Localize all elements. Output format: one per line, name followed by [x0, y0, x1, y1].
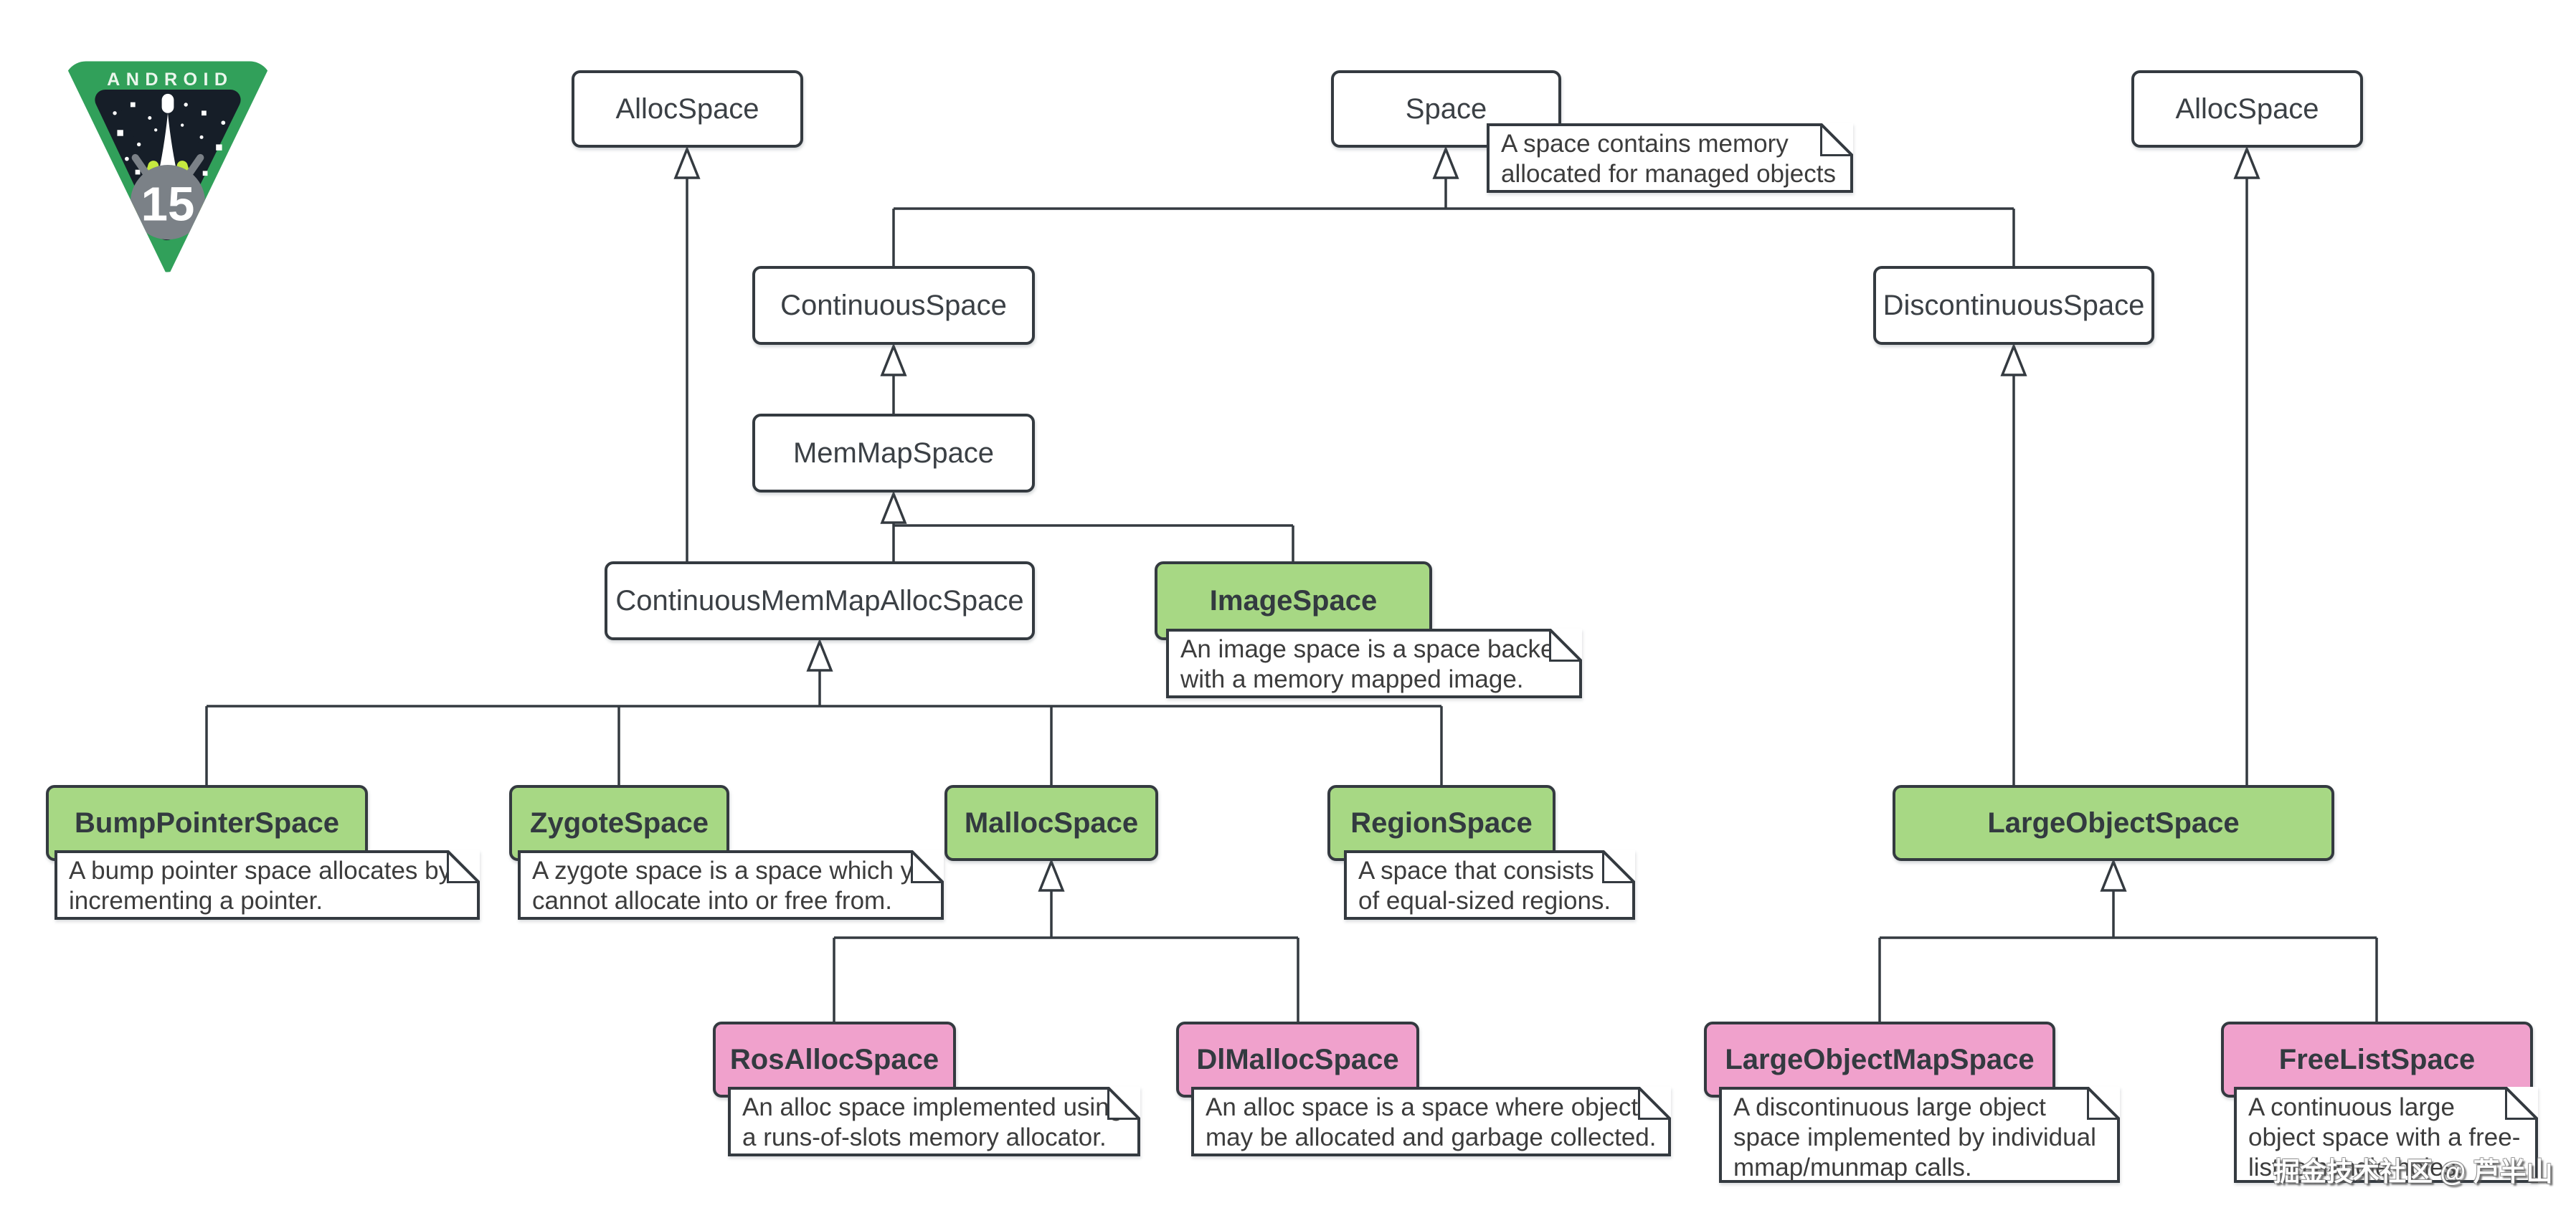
node-memmapspace: MemMapSpace — [752, 414, 1035, 493]
note-line: An image space is a space backed — [1180, 635, 1568, 663]
android-15-logo: 15 ANDROID — [64, 61, 272, 272]
node-freelistspace: FreeListSpace — [2221, 1022, 2533, 1098]
note-line: list to handle holes. — [2248, 1153, 2463, 1181]
note-line: object space with a free- — [2248, 1123, 2521, 1151]
node-label: ContinuousMemMapAllocSpace — [615, 584, 1024, 617]
note-line: allocated for managed objects — [1501, 160, 1836, 188]
node-label: RegionSpace — [1350, 807, 1533, 839]
node-largeobjectspace: LargeObjectSpace — [1893, 785, 2334, 861]
note-zygotespace: A zygote space is a space which you cann… — [518, 850, 944, 920]
folded-corner-icon — [2087, 1087, 2120, 1120]
note-line: with a memory mapped image. — [1180, 665, 1524, 693]
node-zygotespace: ZygoteSpace — [509, 785, 729, 861]
node-label: RosAllocSpace — [729, 1043, 939, 1075]
node-allocspace-left: AllocSpace — [572, 70, 803, 148]
node-label: LargeObjectMapSpace — [1725, 1043, 2035, 1075]
logo-stars — [113, 102, 226, 176]
note-largeobjectmapspace: A discontinuous large object space imple… — [1719, 1087, 2120, 1183]
note-line: mmap/munmap calls. — [1733, 1153, 1972, 1181]
note-line: A discontinuous large object — [1733, 1093, 2046, 1121]
note-line: incrementing a pointer. — [69, 887, 323, 915]
node-imagespace: ImageSpace — [1155, 561, 1432, 640]
note-line: a runs-of-slots memory allocator. — [742, 1123, 1107, 1151]
watermark: 掘金技术社区 @ 芦半山 — [2273, 1157, 2553, 1186]
note-regionspace: A space that consists of equal-sized reg… — [1344, 850, 1635, 920]
node-label: ZygoteSpace — [530, 807, 709, 839]
note-line: A bump pointer space allocates by — [69, 857, 452, 885]
node-label: LargeObjectSpace — [1987, 807, 2240, 839]
node-label: DiscontinuousSpace — [1883, 289, 2145, 321]
node-label: DlMallocSpace — [1196, 1043, 1399, 1075]
note-dlmallocspace: An alloc space is a space where objects … — [1191, 1087, 1671, 1156]
note-line: space implemented by individual — [1733, 1123, 2096, 1151]
folded-corner-icon — [1549, 629, 1582, 662]
hollow-triangle-arrowheads — [673, 146, 2260, 892]
node-label: ContinuousSpace — [780, 289, 1007, 321]
logo-rocket-beam — [156, 113, 179, 181]
node-continuousspace: ContinuousSpace — [752, 266, 1035, 345]
node-discontinuousspace: DiscontinuousSpace — [1873, 266, 2154, 345]
node-bumppointerspace: BumpPointerSpace — [46, 785, 368, 861]
folded-corner-icon — [911, 850, 944, 883]
note-bumppointerspace: A bump pointer space allocates by increm… — [55, 850, 480, 920]
note-line: A space contains memory — [1501, 130, 1789, 158]
note-line: An alloc space implemented using — [742, 1093, 1124, 1121]
folded-corner-icon — [2505, 1087, 2538, 1120]
folded-corner-icon — [447, 850, 480, 883]
note-rosallocspace: An alloc space implemented using a runs-… — [728, 1087, 1140, 1156]
logo-rocket-capsule — [161, 93, 174, 113]
note-line: A space that consists — [1358, 857, 1594, 885]
note-line: may be allocated and garbage collected. — [1206, 1123, 1657, 1151]
note-line: cannot allocate into or free from. — [532, 887, 892, 915]
node-label: BumpPointerSpace — [75, 807, 339, 839]
note-freelistspace: A continuous large object space with a f… — [2234, 1087, 2538, 1183]
folded-corner-icon — [1602, 850, 1635, 883]
node-continuousmemmapallocspace: ContinuousMemMapAllocSpace — [605, 561, 1035, 640]
node-label: FreeListSpace — [2278, 1043, 2476, 1075]
node-label: AllocSpace — [615, 92, 759, 125]
node-label: MemMapSpace — [792, 437, 995, 469]
note-line: of equal-sized regions. — [1358, 887, 1611, 915]
note-line: A zygote space is a space which you — [532, 857, 942, 885]
folded-corner-icon — [1820, 123, 1853, 156]
note-line: A continuous large — [2248, 1093, 2455, 1121]
node-mallocspace: MallocSpace — [944, 785, 1158, 861]
node-label: MallocSpace — [964, 807, 1139, 839]
folded-corner-icon — [1638, 1087, 1671, 1120]
node-rosallocspace: RosAllocSpace — [713, 1022, 956, 1098]
node-label: Space — [1405, 92, 1487, 125]
node-label: AllocSpace — [2175, 92, 2319, 125]
note-space: A space contains memory allocated for ma… — [1487, 123, 1853, 193]
note-line: An alloc space is a space where objects — [1206, 1093, 1651, 1121]
node-label: ImageSpace — [1209, 584, 1378, 617]
folded-corner-icon — [1107, 1087, 1140, 1120]
node-largeobjectmapspace: LargeObjectMapSpace — [1704, 1022, 2055, 1098]
note-imagespace: An image space is a space backed with a … — [1166, 629, 1582, 698]
logo-version-text: 15 — [141, 177, 195, 231]
node-allocspace-right: AllocSpace — [2131, 70, 2363, 148]
logo-droid-head — [130, 153, 206, 240]
logo-brand-text: ANDROID — [107, 70, 233, 90]
